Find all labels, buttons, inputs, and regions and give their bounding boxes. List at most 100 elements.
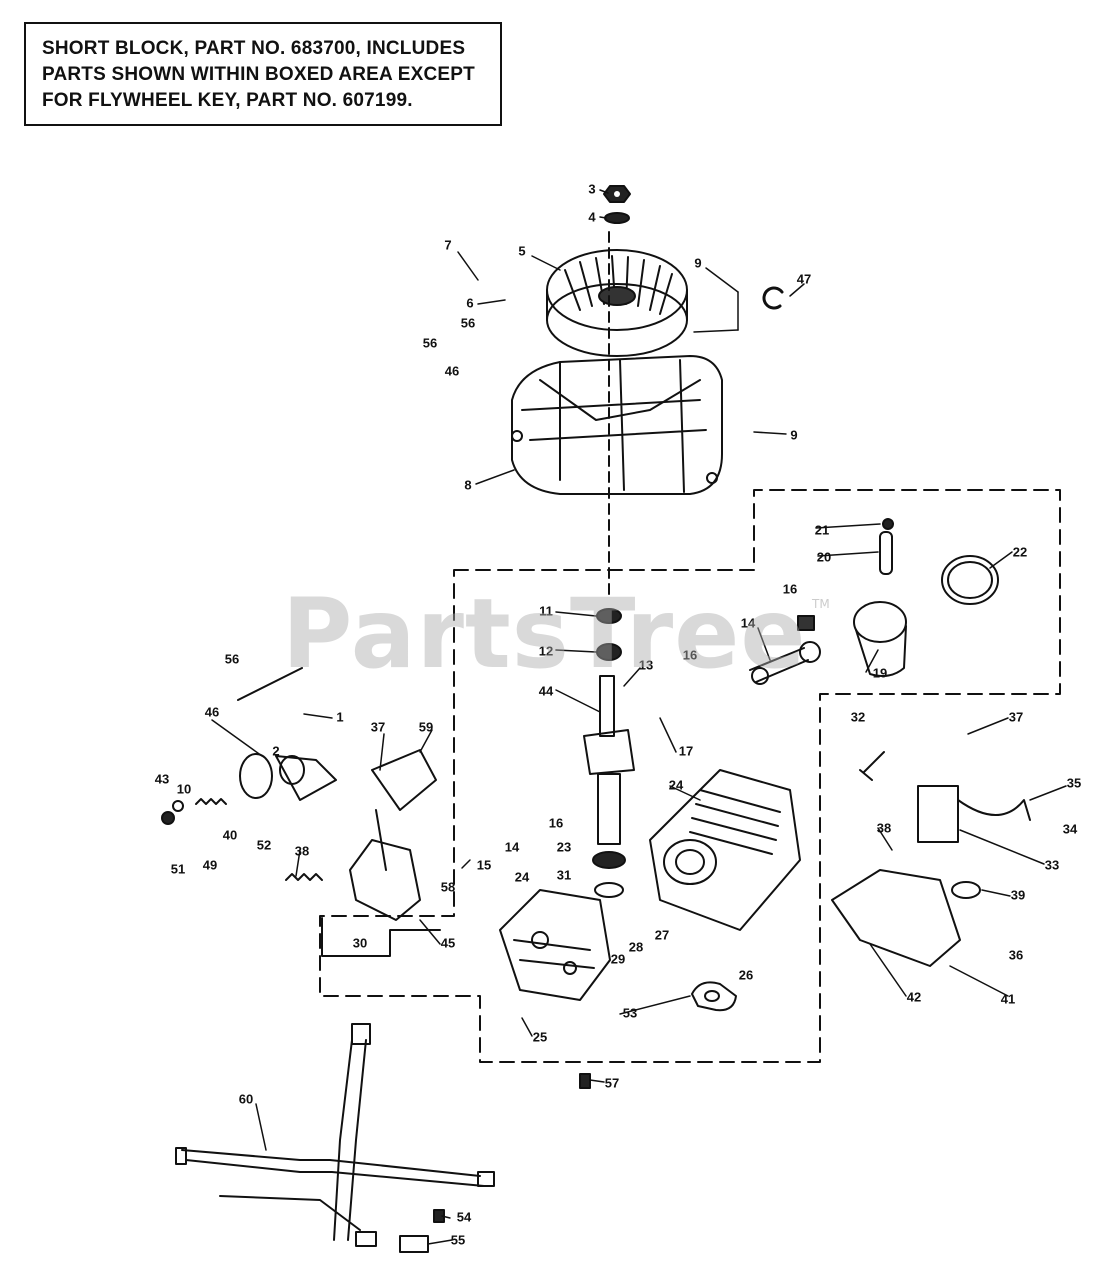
callout-22: 22: [1013, 544, 1027, 559]
callout-52: 52: [257, 837, 271, 852]
callout-46: 46: [445, 363, 459, 378]
watermark-trademark: TM: [812, 597, 830, 611]
callout-10: 10: [177, 781, 191, 796]
callout-9: 9: [790, 427, 797, 442]
spark-plug-part: [859, 751, 885, 781]
callout-11: 11: [539, 603, 553, 618]
callout-14: 14: [505, 839, 520, 854]
callout-39: 39: [1011, 887, 1025, 902]
callout-36: 36: [1009, 947, 1023, 962]
callout-60: 60: [239, 1091, 253, 1106]
callout-23: 23: [557, 839, 571, 854]
callout-21: 21: [815, 522, 829, 537]
callout-47: 47: [797, 271, 811, 286]
callout-25: 25: [533, 1029, 547, 1044]
callout-56: 56: [461, 315, 475, 330]
callout-55: 55: [451, 1232, 465, 1247]
connecting-rod-part: [749, 641, 821, 685]
callout-34: 34: [1063, 821, 1078, 836]
callout-37: 37: [371, 719, 385, 734]
governor-assembly-part: [349, 749, 437, 921]
bracket-part: [831, 869, 961, 967]
callout-44: 44: [539, 683, 554, 698]
callout-31: 31: [557, 867, 571, 882]
callout-53: 53: [623, 1005, 637, 1020]
callout-4: 4: [588, 209, 596, 224]
callout-32: 32: [851, 709, 865, 724]
leader-lines: [211, 189, 1067, 1245]
callout-14: 14: [741, 615, 756, 630]
callout-9: 9: [694, 255, 701, 270]
gasket-part: [691, 981, 737, 1012]
cylinder-part: [649, 769, 801, 931]
piston-rings-part: [941, 555, 999, 605]
short-block-note: SHORT BLOCK, PART NO. 683700, INCLUDES P…: [24, 22, 502, 126]
spring-38-part: [285, 873, 323, 881]
callout-20: 20: [817, 549, 831, 564]
callout-42: 42: [907, 989, 921, 1004]
rod-cap-part: [797, 615, 815, 631]
callout-29: 29: [611, 951, 625, 966]
callout-40: 40: [223, 827, 237, 842]
callout-8: 8: [464, 477, 471, 492]
piston-part: [853, 601, 907, 677]
callout-56: 56: [423, 335, 437, 350]
note-line-2: PARTS SHOWN WITHIN BOXED AREA EXCEPT: [42, 64, 475, 85]
callout-45: 45: [441, 935, 455, 950]
ignition-module-part: [917, 785, 1031, 843]
crankshaft-part: [583, 675, 635, 898]
callout-56: 56: [225, 651, 239, 666]
callout-51: 51: [171, 861, 185, 876]
callout-54: 54: [457, 1209, 472, 1224]
watermark: PartsTree: [282, 578, 807, 690]
callout-15: 15: [477, 857, 491, 872]
callout-41: 41: [1001, 991, 1015, 1006]
short-block-boundary: [319, 489, 1061, 1063]
note-line-1: SHORT BLOCK, PART NO. 683700, INCLUDES: [42, 38, 466, 59]
callout-labels: 1234567899101112131414151616161719202122…: [155, 181, 1081, 1247]
callout-49: 49: [203, 857, 217, 872]
nut-part: [603, 185, 631, 203]
callout-16: 16: [683, 647, 697, 662]
blower-housing-part: [511, 355, 723, 495]
crankcase-part: [499, 889, 611, 1001]
callout-28: 28: [629, 939, 643, 954]
callout-5: 5: [518, 243, 525, 258]
callout-38: 38: [295, 843, 309, 858]
callout-24: 24: [669, 777, 684, 792]
clamp-part: [951, 881, 981, 899]
note-line-3: FOR FLYWHEEL KEY, PART NO. 607199.: [42, 90, 413, 111]
callout-46: 46: [205, 704, 219, 719]
washer-part: [604, 212, 630, 224]
callout-57: 57: [605, 1075, 619, 1090]
callout-6: 6: [466, 295, 473, 310]
snap-ring-part: [762, 286, 784, 310]
callout-24: 24: [515, 869, 530, 884]
link-rod-56: [237, 667, 303, 701]
callout-16: 16: [783, 581, 797, 596]
callout-13: 13: [639, 657, 653, 672]
screw-57-part: [579, 1073, 591, 1089]
callout-30: 30: [353, 935, 367, 950]
flywheel-part: [546, 249, 688, 357]
piston-pin-part: [879, 531, 893, 575]
callout-35: 35: [1067, 775, 1081, 790]
callout-19: 19: [873, 665, 887, 680]
callout-3: 3: [588, 181, 595, 196]
callout-38: 38: [877, 820, 891, 835]
carburetor-part: [239, 753, 337, 801]
bearing-part: [596, 643, 622, 661]
callout-7: 7: [444, 237, 451, 252]
callout-2: 2: [272, 743, 279, 758]
callout-43: 43: [155, 771, 169, 786]
sub-box-45: [321, 917, 441, 957]
callout-16: 16: [549, 815, 563, 830]
callout-33: 33: [1045, 857, 1059, 872]
seal-part: [596, 608, 622, 624]
callout-12: 12: [539, 643, 553, 658]
callout-37: 37: [1009, 709, 1023, 724]
callout-17: 17: [679, 743, 693, 758]
spring-40-part: [195, 798, 227, 805]
callout-58: 58: [441, 879, 455, 894]
